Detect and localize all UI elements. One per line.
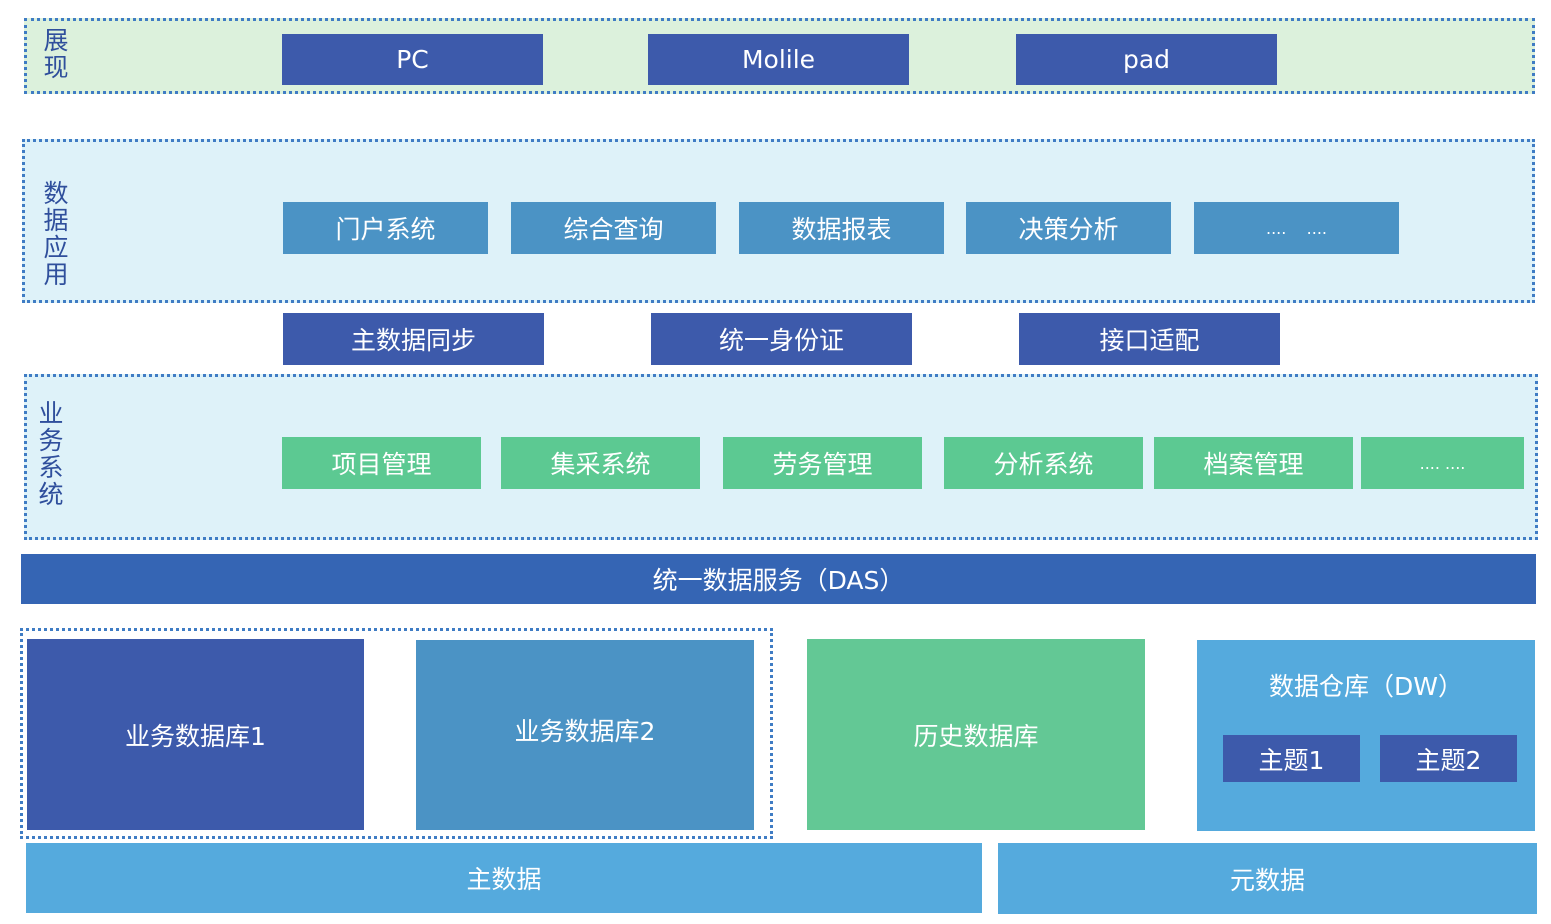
analysis-system-box: 分析系统 xyxy=(944,437,1143,489)
pad-box: pad xyxy=(1016,34,1277,85)
business-database-1: 业务数据库1 xyxy=(27,639,364,830)
history-database: 历史数据库 xyxy=(807,639,1145,830)
metadata-bar: 元数据 xyxy=(998,843,1537,914)
archive-management-box: 档案管理 xyxy=(1154,437,1353,489)
query-box: 综合查询 xyxy=(511,202,716,254)
presentation-layer-label: 展 现 xyxy=(43,26,69,82)
master-data-sync-box: 主数据同步 xyxy=(283,313,544,365)
data-warehouse-title: 数据仓库（DW） xyxy=(1269,672,1463,701)
business-database-group xyxy=(20,628,773,839)
procurement-system-box: 集采系统 xyxy=(501,437,700,489)
unified-identity-box: 统一身份证 xyxy=(651,313,912,365)
project-management-box: 项目管理 xyxy=(282,437,481,489)
interface-adapter-box: 接口适配 xyxy=(1019,313,1280,365)
business-database-2: 业务数据库2 xyxy=(416,640,754,830)
portal-system-box: 门户系统 xyxy=(283,202,488,254)
more-apps-box: .... .... xyxy=(1194,202,1399,254)
decision-analysis-box: 决策分析 xyxy=(966,202,1171,254)
master-data-bar: 主数据 xyxy=(26,843,982,913)
report-box: 数据报表 xyxy=(739,202,944,254)
pc-box: PC xyxy=(282,34,543,85)
more-business-box: .... .... xyxy=(1361,437,1524,489)
labor-management-box: 劳务管理 xyxy=(723,437,922,489)
business-system-layer-label: 业 务 系 统 xyxy=(38,399,64,509)
topic-1-box: 主题1 xyxy=(1223,735,1360,782)
data-application-layer-label: 数 据 应 用 xyxy=(43,179,69,289)
data-warehouse: 数据仓库（DW） 主题1 主题2 xyxy=(1197,640,1535,831)
mobile-box: Molile xyxy=(648,34,909,85)
topic-2-box: 主题2 xyxy=(1380,735,1517,782)
unified-data-service-bar: 统一数据服务（DAS） xyxy=(21,554,1536,604)
